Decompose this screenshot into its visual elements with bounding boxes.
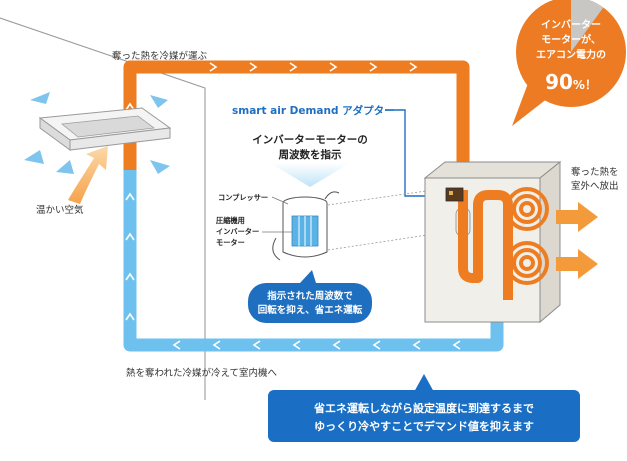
instruction-down-arrow: [270, 163, 350, 187]
heat-out-label-line2: 室外へ放出: [571, 180, 619, 192]
flow-chevrons-bottom: [125, 192, 461, 350]
inverter-label-line1: 圧縮機用: [216, 216, 245, 225]
instruction-label-line1: インバーターモーターの: [252, 134, 368, 146]
banner-line2: ゆっくり冷やすことでデマンド値を抑えます: [314, 419, 534, 433]
heat-exchanger-coil: [458, 190, 513, 300]
share-bubble-line2: モーターが、: [541, 33, 601, 46]
share-bubble-line3: エアコン電力の: [536, 48, 606, 61]
inverter-share-remaining-wedge: [571, 0, 604, 52]
compressor-label: コンプレッサー: [218, 193, 268, 202]
heat-out-label-line1: 奪った熱を: [571, 166, 619, 178]
instruction-bubble: [248, 270, 372, 323]
instruction-label-line2: 周波数を指示: [279, 148, 342, 161]
compressor-illustration: [272, 191, 340, 261]
adapter-device: [445, 187, 464, 202]
bottom-flow-label: 熱を奪われた冷媒が冷えて室内機へ: [126, 367, 278, 379]
warm-air-label: 温かい空気: [36, 204, 84, 216]
inverter-label-line2: インバーター: [216, 227, 259, 236]
adapter-label: smart air Demand アダプター: [232, 104, 395, 117]
inverter-share-bubble: [512, 0, 626, 126]
warm-air-arrow: [68, 146, 108, 204]
top-flow-label: 奪った熱を冷媒が運ぶ: [112, 50, 208, 62]
outdoor-unit: [423, 160, 562, 324]
share-bubble-value: 90%！: [545, 70, 597, 94]
instruction-bubble-line2: 回転を抑え、省エネ運転: [258, 304, 363, 316]
compressor-leader: [271, 196, 289, 205]
heat-out-arrows: [556, 202, 598, 279]
share-bubble-line1: インバーター: [541, 19, 601, 31]
adapter-device-led: [449, 191, 453, 195]
instruction-bubble-line1: 指示された周波数で: [267, 290, 353, 302]
inverter-label-line3: モーター: [216, 238, 245, 247]
coil-rings: [505, 187, 549, 285]
summary-banner: [268, 374, 580, 442]
indoor-unit: [38, 107, 172, 151]
cool-air-arrows: [24, 92, 170, 174]
banner-line1: 省エネ運転しながら設定温度に到達するまで: [313, 401, 534, 415]
